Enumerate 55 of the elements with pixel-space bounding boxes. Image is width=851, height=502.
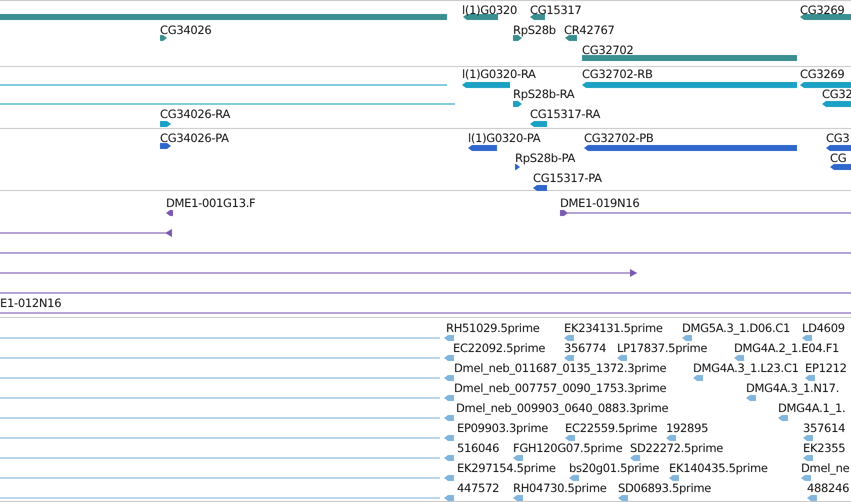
- feature-label: EP1212: [805, 361, 847, 375]
- feature-label: 488246: [807, 481, 850, 495]
- feature-label: 516046: [457, 441, 500, 455]
- feature-label: EP09903.3prime: [457, 421, 548, 435]
- feature-label: CG3: [826, 131, 850, 145]
- feature-label: l(1)G0320: [462, 3, 517, 17]
- feature-label: 356774: [564, 341, 606, 355]
- feature-label: CG15317-PA: [533, 171, 602, 185]
- feature-label: l(1)G0320-RA: [462, 67, 536, 81]
- feature-label: CG32702: [582, 43, 634, 57]
- feature-label: l(1)G0320-PA: [468, 131, 540, 145]
- feature-label: EK2355: [803, 441, 846, 455]
- feature-label: CG3269: [800, 3, 844, 17]
- feature-label: CG34026: [160, 23, 212, 37]
- feature-label: RH04730.5prime: [513, 481, 606, 495]
- feature-label: RpS28b: [513, 23, 556, 37]
- feature-label: LP17837.5prime: [617, 341, 708, 355]
- feature-label: CG15317: [530, 3, 582, 17]
- feature-label: DMG4A.2_1.E04.F1: [734, 341, 840, 355]
- feature-label: CG32: [822, 87, 851, 101]
- feature-label: RpS28b-PA: [515, 151, 576, 165]
- feature-label: E1-012N16: [0, 296, 62, 310]
- feature-label: bs20g01.5prime: [569, 461, 660, 475]
- feature-label: DMG4A.3_1.N17.: [746, 381, 840, 395]
- feature-label: Dmel_neb_007757_0090_1753.3prime: [454, 381, 666, 395]
- feature-label: CR42767: [564, 23, 615, 37]
- feature-label: FGH120G07.5prime: [513, 441, 622, 455]
- feature-label: RpS28b-RA: [513, 87, 574, 101]
- feature-label: CG15317-RA: [530, 107, 600, 121]
- feature-label: 357614: [803, 421, 846, 435]
- feature-label: DME1-019N16: [560, 196, 640, 210]
- feature-label: SD06893.5prime: [618, 481, 712, 495]
- feature-label: CG3269: [800, 67, 844, 81]
- feature-label: Dmel_ne: [801, 461, 850, 475]
- feature-label: DMG5A.3_1.D06.C1: [682, 321, 790, 335]
- feature-label: CG32702-PB: [584, 131, 654, 145]
- feature-label: CG: [830, 151, 846, 165]
- feature-label: EC22559.5prime: [565, 421, 658, 435]
- feature-label: SD22272.5prime: [630, 441, 724, 455]
- feature-label: Dmel_neb_011687_0135_1372.3prime: [454, 361, 666, 375]
- feature-label: 192895: [666, 421, 708, 435]
- feature-label: LD4609: [802, 321, 845, 335]
- feature-label: CG34026-PA: [160, 131, 229, 145]
- feature-label: DMG4A.3_1.L23.C1: [693, 361, 799, 375]
- feature-label: CG32702-RB: [582, 67, 653, 81]
- feature-label: DME1-001G13.F: [166, 196, 256, 210]
- feature-label: DMG4A.1_1.: [778, 401, 846, 415]
- feature-label: EK140435.5prime: [669, 461, 768, 475]
- feature-label: RH51029.5prime: [446, 321, 540, 335]
- feature-label: CG34026-RA: [160, 107, 230, 121]
- feature-label: Dmel_neb_009903_0640_0883.3prime: [456, 401, 668, 415]
- feature-label: 447572: [457, 481, 500, 495]
- feature-label: EK297154.5prime: [457, 461, 556, 475]
- feature-label: EK234131.5prime: [564, 321, 663, 335]
- feature-label: EC22092.5prime: [453, 341, 546, 355]
